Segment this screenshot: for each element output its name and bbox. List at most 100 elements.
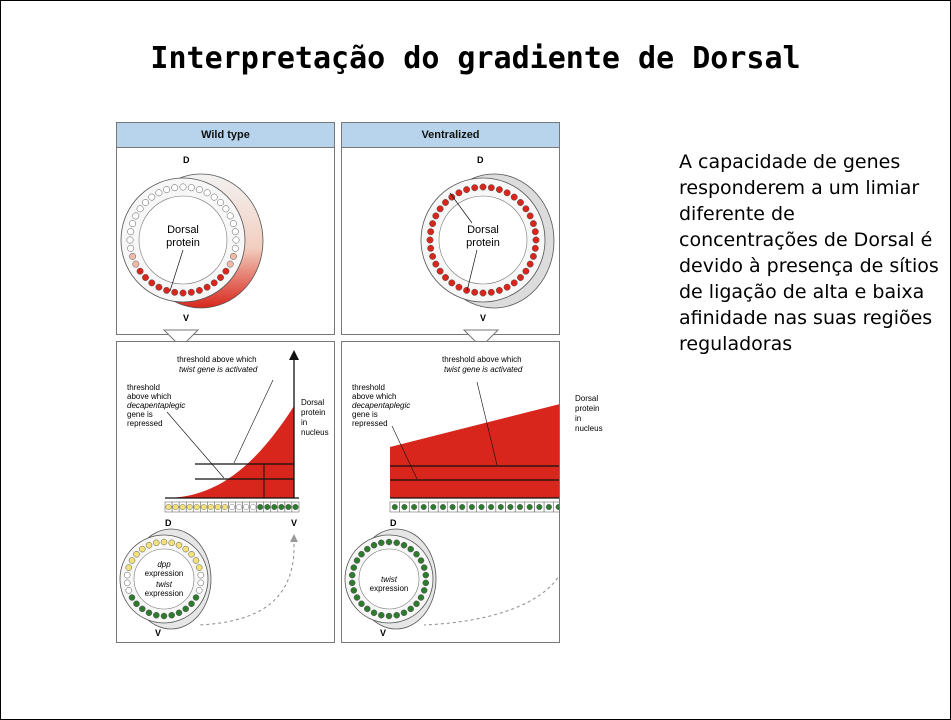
nucleus — [142, 199, 149, 206]
cell-nucleus — [526, 503, 533, 510]
nucleus — [163, 186, 171, 194]
vt-down-arrow-icon — [462, 329, 500, 348]
wt-return-arrow-icon — [290, 534, 298, 542]
nucleus — [350, 564, 358, 571]
nucleus — [142, 274, 149, 281]
vt-dorsal-pointer-1 — [449, 192, 473, 224]
cell-nucleus — [264, 503, 271, 510]
nucleus — [139, 605, 146, 613]
vt-embryo-inner — [438, 195, 528, 285]
cell-nucleus — [488, 503, 495, 510]
nucleus — [192, 594, 200, 601]
nucleus — [148, 193, 156, 201]
nucleus — [217, 274, 224, 281]
vt-label-v: V — [480, 313, 486, 323]
nucleus — [503, 283, 511, 291]
wt-nuclei-ring — [126, 183, 240, 297]
wt-strip-d: D — [165, 518, 172, 528]
nucleus — [413, 600, 420, 608]
nucleus — [407, 605, 414, 613]
wild-type-graph-panel: threshold above which twist gene is acti… — [116, 341, 335, 643]
ventralized-embryo-panel: Ventralized D Dorsal protein V — [341, 122, 560, 335]
nucleus — [413, 550, 420, 558]
nucleus — [145, 609, 153, 617]
wt-small-nuclei-ring — [123, 538, 205, 620]
nucleus — [128, 557, 136, 564]
nucleus — [132, 260, 140, 268]
cell-nucleus — [468, 503, 475, 510]
nucleus — [407, 545, 414, 553]
nucleus — [123, 579, 131, 587]
cell-nucleus — [179, 503, 186, 510]
cell-nucleus — [497, 503, 504, 510]
nucleus — [127, 244, 135, 252]
vt-strip-d: D — [390, 518, 397, 528]
nucleus — [448, 279, 456, 287]
nucleus — [517, 199, 524, 206]
vt-twist-1: twist — [381, 575, 398, 584]
nucleus — [455, 283, 463, 291]
vt-twist-pointer — [476, 381, 498, 466]
vt-dpp-pointer — [391, 425, 418, 480]
wt-small-embryo-inner — [133, 548, 195, 610]
cell-nucleus — [172, 503, 179, 510]
nucleus — [125, 587, 133, 594]
wt-cell-strip — [164, 501, 300, 513]
cell-nucleus — [221, 503, 228, 510]
cell-nucleus — [507, 503, 514, 510]
nucleus — [226, 260, 234, 268]
nucleus — [385, 612, 393, 620]
wt-label-d: D — [183, 155, 190, 165]
vt-thr-twist-2: twist gene is activated — [444, 365, 523, 374]
vt-thr-dpp-1: threshold — [352, 383, 385, 392]
nucleus — [133, 600, 140, 608]
ventralized-header: Ventralized — [342, 123, 559, 148]
nucleus — [168, 539, 175, 547]
nucleus — [203, 283, 211, 291]
nucleus — [171, 184, 179, 192]
wt-dorsal-label-2: protein — [166, 237, 200, 249]
nucleus — [195, 587, 203, 594]
nucleus — [429, 252, 437, 260]
cell-nucleus — [430, 503, 437, 510]
vt-axis-2: protein — [575, 404, 599, 413]
nucleus — [192, 557, 200, 564]
wt-thr-dpp-1: threshold — [127, 383, 160, 392]
cell-nucleus — [459, 503, 466, 510]
nucleus — [531, 244, 539, 252]
wild-type-embryo-panel: Wild type D Dorsal protein V — [116, 122, 335, 335]
nucleus — [463, 186, 471, 194]
nucleus — [510, 193, 518, 201]
nucleus — [188, 600, 195, 608]
ventralized-embryo-diagram: D Dorsal protein V — [420, 155, 555, 323]
wt-thr-twist-2: twist gene is activated — [179, 365, 258, 374]
cell-nucleus — [228, 503, 235, 510]
nucleus — [448, 193, 456, 201]
nucleus — [195, 286, 203, 294]
nucleus — [358, 550, 365, 558]
vt-axis-3: in — [575, 414, 581, 423]
vt-dorsal-pointer-2 — [466, 249, 478, 292]
nucleus — [370, 609, 378, 617]
nucleus — [160, 612, 168, 620]
cell-nucleus — [250, 503, 257, 510]
nucleus — [229, 220, 237, 228]
nucleus — [436, 267, 444, 275]
cell-nucleus — [292, 503, 299, 510]
nucleus — [495, 286, 503, 294]
nucleus — [526, 260, 534, 268]
nucleus — [531, 228, 539, 236]
nucleus — [175, 609, 183, 617]
nucleus — [522, 205, 530, 213]
nucleus — [229, 252, 237, 260]
ventralized-graph-panel: threshold above which twist gene is acti… — [341, 341, 560, 643]
vt-threshold-graph: threshold above which twist gene is acti… — [344, 355, 559, 638]
vt-label-d: D — [477, 155, 484, 165]
wt-axis-4: nucleus — [301, 428, 329, 437]
vt-dorsal-area — [390, 404, 559, 498]
vt-nuclei-ring — [426, 183, 540, 297]
nucleus — [436, 205, 444, 213]
cell-nucleus — [536, 503, 543, 510]
wt-small-v: V — [155, 628, 161, 638]
nucleus — [348, 571, 356, 579]
